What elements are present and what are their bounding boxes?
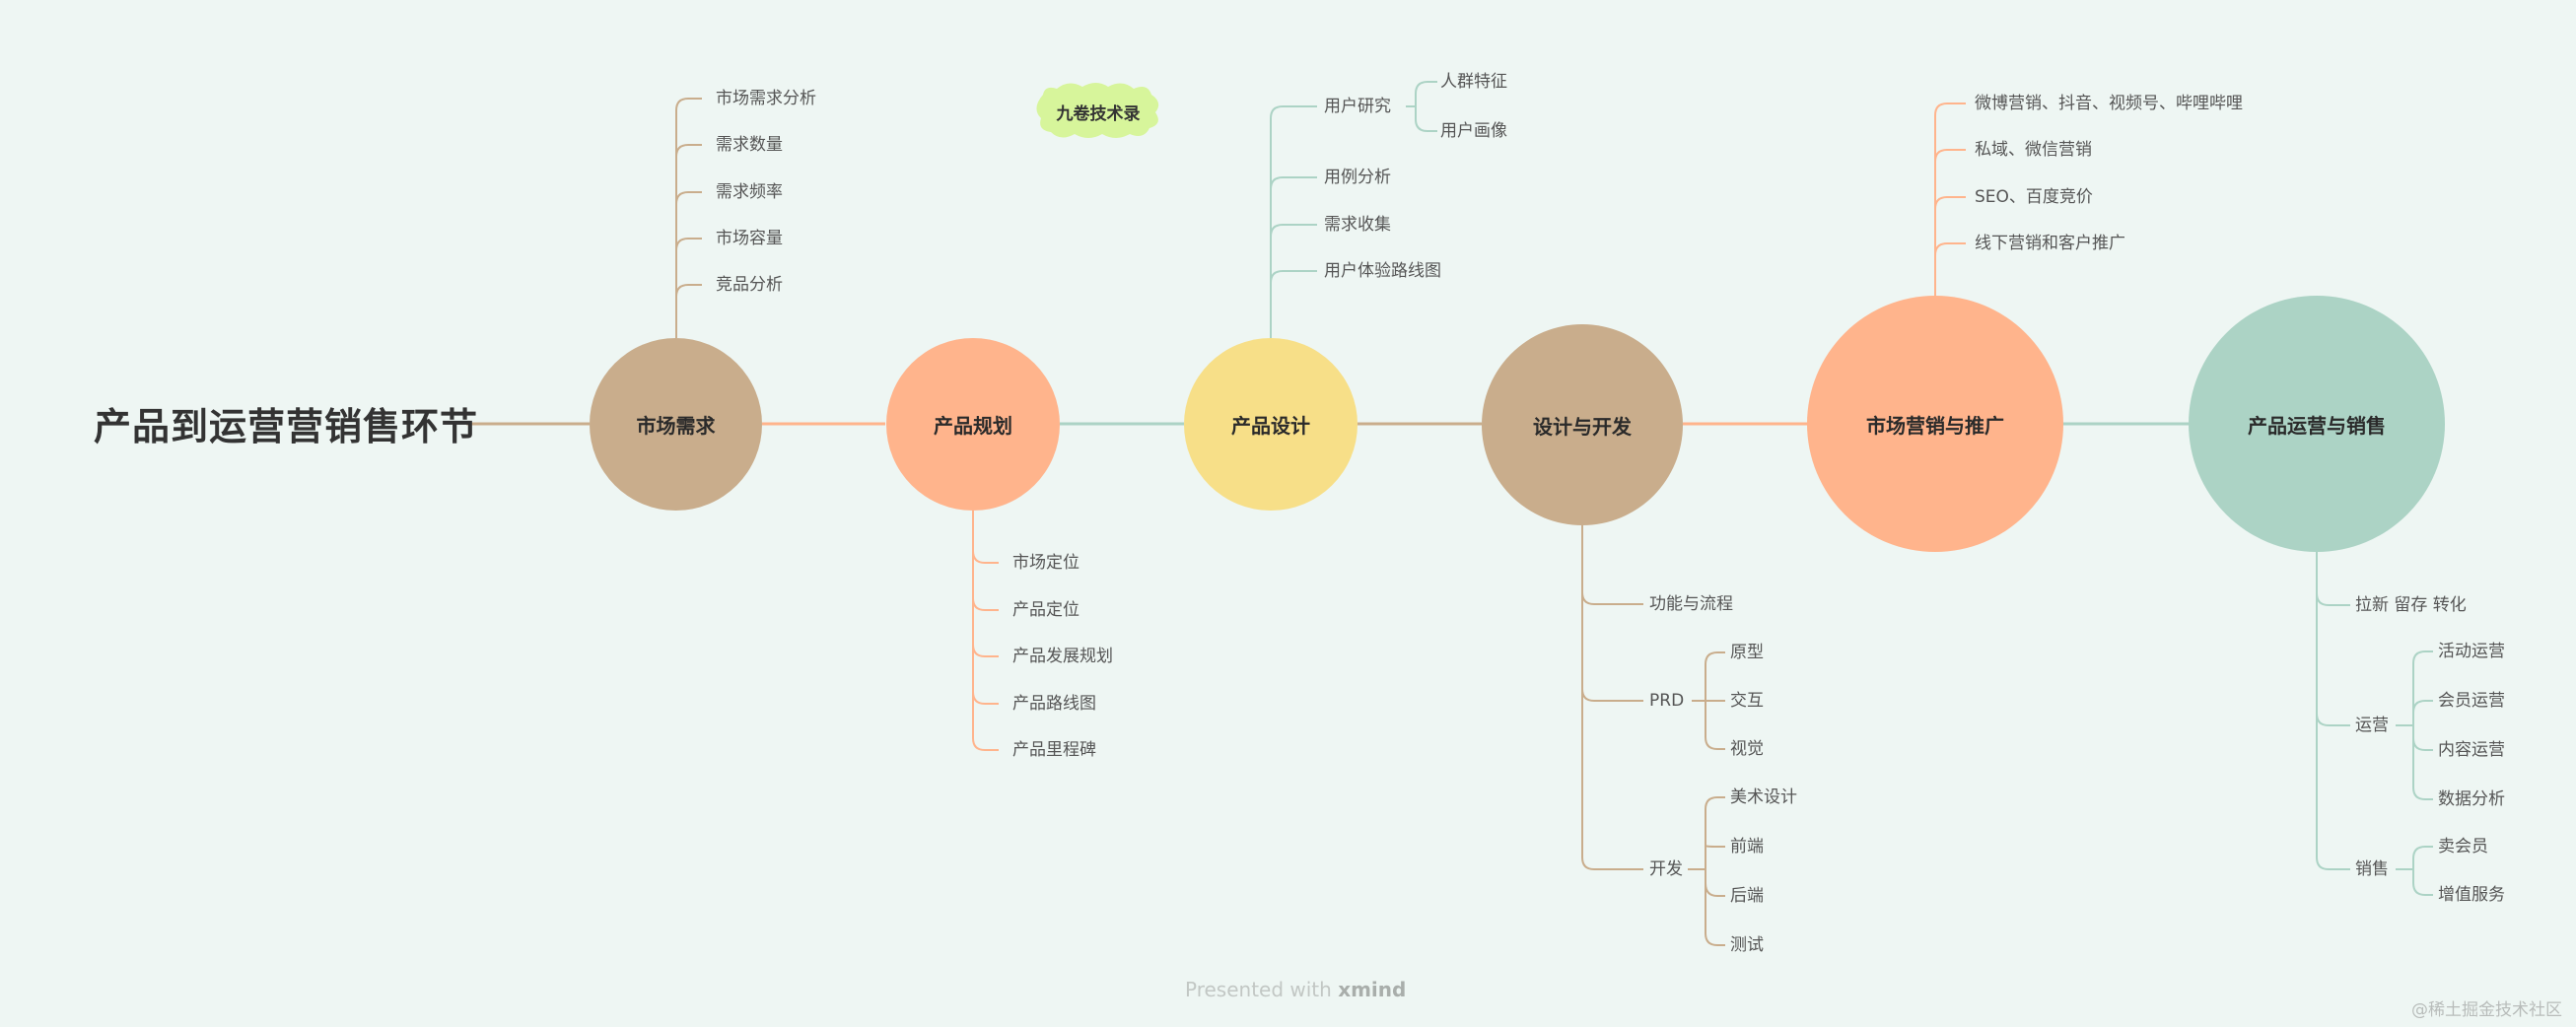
node-marketing[interactable]: 市场营销与推广 (1807, 296, 2063, 552)
presented-with-footer: Presented with xmind (1185, 978, 1406, 1001)
leaf-ops-child[interactable]: 会员运营 (2438, 691, 2505, 711)
leaf-product-design[interactable]: 需求收集 (1324, 215, 1391, 235)
badge-blob (1036, 83, 1159, 138)
page-title: 产品到运营营销售环节 (94, 405, 479, 448)
leaf-prd-child[interactable]: 交互 (1730, 691, 1764, 711)
leaf-market-demand[interactable]: 市场容量 (716, 229, 783, 248)
node-market-demand[interactable]: 市场需求 (590, 338, 762, 511)
leaf-user-research[interactable]: 用户研究 (1324, 97, 1391, 116)
node-ops-sales[interactable]: 产品运营与销售 (2189, 296, 2445, 552)
leaf-sales-child[interactable]: 卖会员 (2438, 837, 2488, 856)
leaf-market-demand[interactable]: 竞品分析 (716, 275, 783, 295)
leaf-dev-child[interactable]: 测试 (1730, 935, 1764, 955)
node-product-design[interactable]: 产品设计 (1184, 338, 1358, 511)
leaf-product-planning[interactable]: 产品定位 (1012, 600, 1079, 620)
leaf-sales-child[interactable]: 增值服务 (2438, 885, 2505, 905)
leaf-dev-child[interactable]: 美术设计 (1730, 787, 1797, 807)
leaf-user-research-child[interactable]: 用户画像 (1440, 121, 1507, 141)
leaf-func-flow[interactable]: 功能与流程 (1649, 594, 1733, 614)
leaf-product-planning[interactable]: 产品里程碑 (1012, 740, 1096, 760)
leaf-dev[interactable]: 开发 (1649, 859, 1683, 879)
leaf-marketing[interactable]: 微博营销、抖音、视频号、哔哩哔哩 (1975, 94, 2243, 113)
leaf-product-design[interactable]: 用户体验路线图 (1324, 261, 1441, 281)
leaf-ops-child[interactable]: 内容运营 (2438, 740, 2505, 760)
leaf-dev-child[interactable]: 后端 (1730, 886, 1764, 906)
badge-label: 九卷技术录 (1056, 103, 1141, 124)
leaf-dev-child[interactable]: 前端 (1730, 837, 1764, 856)
leaf-market-demand[interactable]: 需求频率 (716, 182, 783, 202)
leaf-product-planning[interactable]: 市场定位 (1012, 553, 1079, 573)
leaf-ops[interactable]: 运营 (2355, 716, 2389, 735)
leaf-product-planning[interactable]: 产品发展规划 (1012, 647, 1113, 666)
leaf-marketing[interactable]: 私域、微信营销 (1975, 140, 2092, 160)
footer-prefix: Presented with (1185, 978, 1332, 1001)
leaf-ops-child[interactable]: 数据分析 (2438, 789, 2505, 809)
leaf-prd-child[interactable]: 视觉 (1730, 739, 1764, 759)
leaf-product-planning[interactable]: 产品路线图 (1012, 694, 1096, 714)
leaf-product-design[interactable]: 用例分析 (1324, 168, 1391, 187)
leaf-marketing[interactable]: 线下营销和客户推广 (1975, 234, 2125, 253)
leaf-market-demand[interactable]: 市场需求分析 (716, 89, 816, 108)
leaf-sales[interactable]: 销售 (2355, 859, 2389, 879)
leaf-prd-child[interactable]: 原型 (1730, 643, 1764, 662)
leaf-user-research-child[interactable]: 人群特征 (1440, 72, 1507, 92)
leaf-market-demand[interactable]: 需求数量 (716, 135, 783, 155)
node-product-planning[interactable]: 产品规划 (886, 338, 1060, 511)
leaf-acquire[interactable]: 拉新 留存 转化 (2355, 595, 2467, 615)
leaf-prd[interactable]: PRD (1649, 691, 1685, 711)
leaf-marketing[interactable]: SEO、百度竞价 (1975, 187, 2093, 207)
leaf-ops-child[interactable]: 活动运营 (2438, 642, 2505, 661)
watermark: @稀土掘金技术社区 (2411, 1000, 2562, 1020)
node-design-dev[interactable]: 设计与开发 (1482, 324, 1683, 525)
xmind-logo: xmind (1338, 978, 1407, 1001)
